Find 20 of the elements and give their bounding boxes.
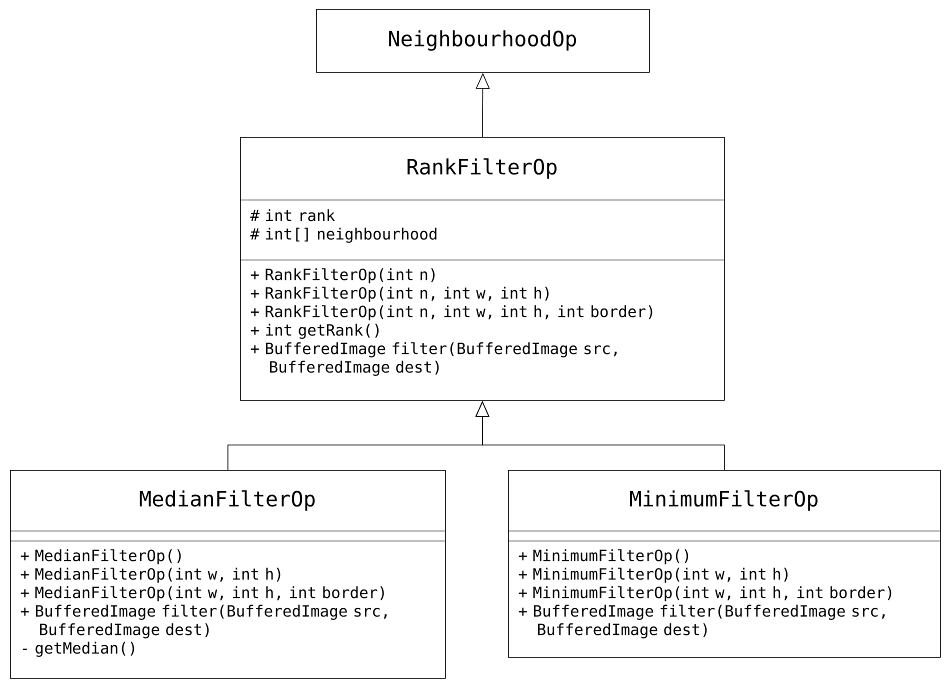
member-text: + int getRank() xyxy=(250,324,379,339)
member-text: + MinimumFilterOp() xyxy=(518,549,688,564)
member-text: + RankFilterOp(int n, int w, int h) xyxy=(250,286,549,302)
member-text: + BufferedImage filter(BufferedImage src, BufferedImage dest) xyxy=(20,604,387,638)
class-name: MedianFilterOp xyxy=(140,490,315,511)
member-text: + MedianFilterOp() xyxy=(20,549,181,564)
member-text: + BufferedImage filter(BufferedImage src, BufferedImage dest) xyxy=(250,342,617,376)
member-text: + MinimumFilterOp(int w, int h) xyxy=(518,568,788,583)
member-text: + MedianFilterOp(int w, int h) xyxy=(20,568,280,583)
class-name: NeighbourhoodOp xyxy=(389,30,576,51)
member-text: - getMedian() xyxy=(22,642,134,657)
member-text: + MedianFilterOp(int w, int h, int border) xyxy=(20,586,384,602)
class-name: RankFilterOp xyxy=(408,158,557,179)
member-text: + RankFilterOp(int n) xyxy=(250,268,435,284)
member-text: + RankFilterOp(int n, int w, int h, int border) xyxy=(250,305,652,320)
member-text: # int[] neighbourhood xyxy=(250,228,436,243)
member-text: # int rank xyxy=(250,209,335,222)
member-text: + BufferedImage filter(BufferedImage src, BufferedImage dest) xyxy=(518,604,885,638)
member-text: + MinimumFilterOp(int w, int h, int border) xyxy=(518,586,892,602)
class-name: MinimumFilterOp xyxy=(630,490,818,511)
